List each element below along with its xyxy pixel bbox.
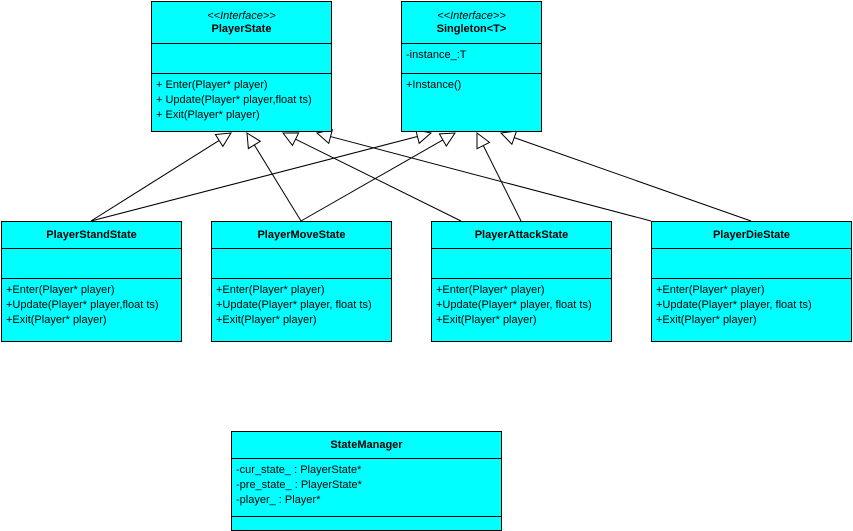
class-player-attack-state[interactable]: PlayerAttackState +Enter(Player* player)… [431, 221, 612, 342]
operation-exit: +Exit(Player* player) [216, 314, 317, 326]
attributes-section [212, 249, 391, 279]
operations-section: +Enter(Player* player) +Update(Player* p… [652, 279, 851, 328]
class-header: PlayerDieState [652, 222, 851, 249]
class-name: StateManager [330, 438, 403, 451]
hollow-triangle-arrowhead [246, 132, 262, 150]
hollow-triangle-arrowhead [438, 132, 456, 147]
class-name: PlayerStandState [46, 228, 137, 241]
stereotype-label: <<Interface>> [207, 9, 276, 22]
realization-move-to-singleton [300, 132, 456, 222]
attribute-instance: -instance_:T [406, 49, 467, 61]
operation-update: +Update(Player* player, float ts) [656, 299, 812, 311]
class-player-move-state[interactable]: PlayerMoveState +Enter(Player* player) +… [211, 221, 392, 342]
operation-exit: +Exit(Player* player) [656, 314, 757, 326]
operation-exit: +Exit(Player* player) [6, 314, 107, 326]
attribute-cur-state: -cur_state_ : PlayerState* [236, 464, 362, 476]
class-header: <<Interface>> PlayerState [152, 2, 331, 44]
realization-line [295, 138, 462, 222]
realization-line [90, 140, 220, 222]
realization-move-to-playerstate [246, 132, 302, 222]
operation-exit: +Exit(Player* player) [436, 314, 537, 326]
realization-line [253, 144, 302, 222]
operations-section: + Enter(Player* player) + Update(Player*… [152, 74, 331, 123]
class-name: Singleton<T> [436, 22, 507, 35]
class-header: StateManager [232, 432, 501, 459]
class-player-die-state[interactable]: PlayerDieState +Enter(Player* player) +U… [651, 221, 852, 342]
realization-line [330, 136, 652, 222]
class-name: PlayerMoveState [257, 228, 346, 241]
class-player-state[interactable]: <<Interface>> PlayerState + Enter(Player… [151, 1, 332, 132]
realization-stand-to-playerstate [90, 132, 232, 222]
operation-enter: +Enter(Player* player) [216, 284, 325, 296]
attributes-section [2, 249, 181, 279]
operation-instance: +Instance() [406, 79, 462, 91]
operation-enter: +Enter(Player* player) [6, 284, 115, 296]
operation-update: +Update(Player* player,float ts) [6, 299, 159, 311]
realization-attack-to-playerstate [281, 132, 462, 222]
operation-update: +Update(Player* player, float ts) [216, 299, 372, 311]
attributes-section [152, 44, 331, 74]
realization-die-to-playerstate [315, 129, 652, 222]
class-name: PlayerDieState [712, 228, 791, 241]
class-state-manager[interactable]: StateManager -cur_state_ : PlayerState* … [231, 431, 502, 531]
operation-update: +Update(Player* player, float ts) [436, 299, 592, 311]
attributes-section: -cur_state_ : PlayerState* -pre_state_ :… [232, 459, 501, 517]
realization-die-to-singleton [499, 130, 752, 222]
hollow-triangle-arrowhead [214, 132, 232, 148]
class-header: PlayerStandState [2, 222, 181, 249]
operations-section: +Enter(Player* player) +Update(Player* p… [432, 279, 611, 328]
class-singleton[interactable]: <<Interface>> Singleton<T> -instance_:T … [401, 1, 542, 132]
class-header: PlayerMoveState [212, 222, 391, 249]
attribute-player: -player_ : Player* [236, 494, 321, 506]
class-name: PlayerAttackState [474, 228, 569, 241]
realization-attack-to-singleton [476, 132, 522, 222]
operations-section: +Enter(Player* player) +Update(Player* p… [2, 279, 181, 328]
operations-section [232, 517, 501, 521]
class-player-stand-state[interactable]: PlayerStandState +Enter(Player* player) … [1, 221, 182, 342]
attributes-section: -instance_:T [402, 44, 541, 74]
realization-line [90, 136, 418, 222]
operation-update: + Update(Player* player,float ts) [156, 94, 312, 106]
class-header: <<Interface>> Singleton<T> [402, 2, 541, 44]
operations-section: +Instance() [402, 74, 541, 93]
operation-enter: + Enter(Player* player) [156, 79, 268, 91]
hollow-triangle-arrowhead [476, 132, 491, 150]
stereotype-label: <<Interface>> [437, 9, 506, 22]
operation-enter: +Enter(Player* player) [656, 284, 765, 296]
realization-line [514, 137, 752, 222]
attributes-section [432, 249, 611, 279]
attributes-section [652, 249, 851, 279]
operation-enter: +Enter(Player* player) [436, 284, 545, 296]
hollow-triangle-arrowhead [281, 132, 300, 147]
class-name: PlayerState [211, 22, 272, 35]
hollow-triangle-arrowhead [499, 130, 518, 146]
realization-line [482, 145, 522, 222]
realization-line [300, 139, 444, 222]
attribute-pre-state: -pre_state_ : PlayerState* [236, 479, 362, 491]
operations-section: +Enter(Player* player) +Update(Player* p… [212, 279, 391, 328]
operation-exit: + Exit(Player* player) [156, 109, 260, 121]
class-header: PlayerAttackState [432, 222, 611, 249]
